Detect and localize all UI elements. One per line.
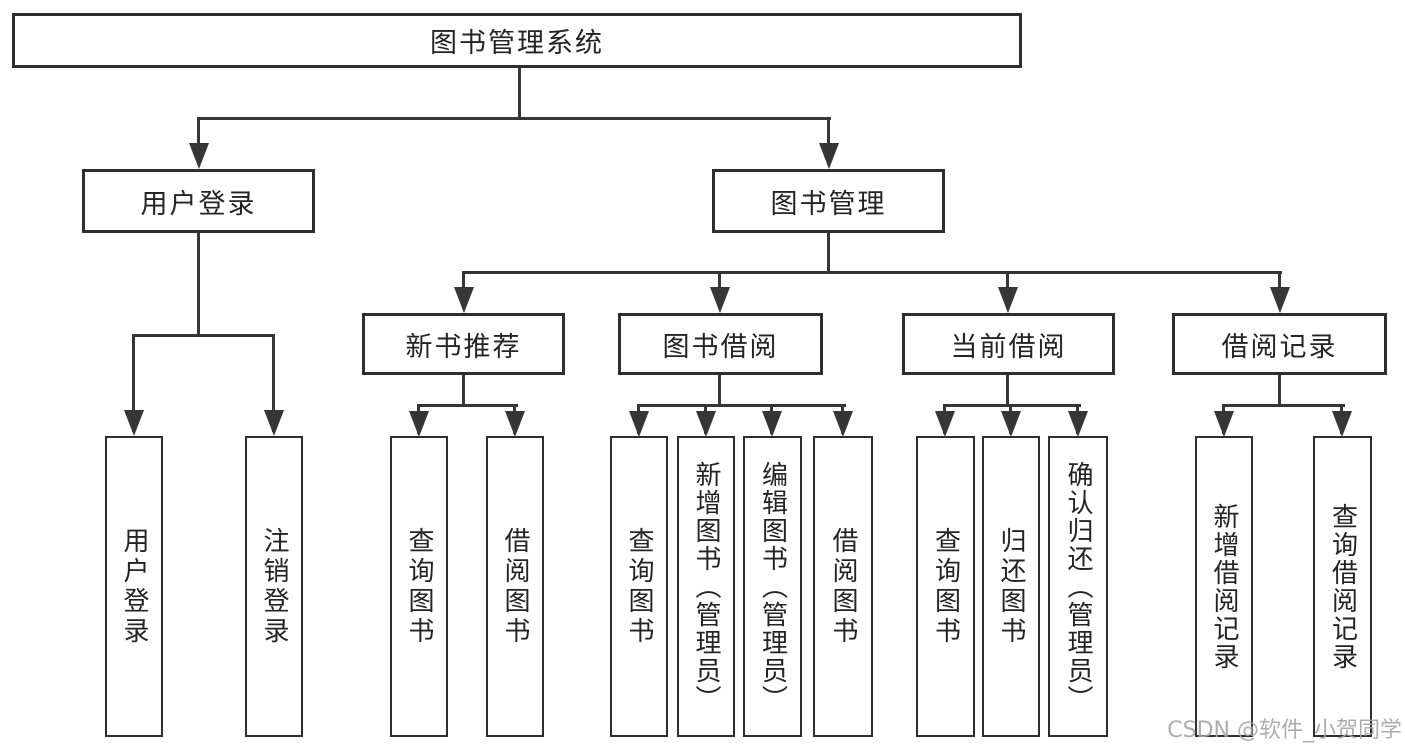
node-borrowing-records: 借阅记录 bbox=[1172, 313, 1387, 375]
leaf-add-borrow-record: 新增借阅记录 bbox=[1195, 436, 1253, 737]
leaf-add-books-admin: 新增图书（管理员） bbox=[677, 436, 735, 737]
connector-line bbox=[1006, 375, 1009, 407]
leaf-borrow-books-recommend: 借阅图书 bbox=[486, 436, 544, 737]
leaf-query-books-recommend: 查询图书 bbox=[390, 436, 448, 737]
connector-line bbox=[197, 117, 831, 120]
leaf-query-borrow-record: 查询借阅记录 bbox=[1313, 436, 1372, 737]
node-book-management-module: 图书管理 bbox=[712, 169, 945, 233]
connector-line bbox=[132, 336, 135, 432]
connector-line bbox=[462, 271, 1282, 274]
leaf-edit-books-admin: 编辑图书（管理员） bbox=[743, 436, 802, 737]
connector-arrowhead bbox=[189, 143, 209, 169]
csdn-watermark: CSDN @软件_小贺同学 bbox=[1167, 718, 1402, 743]
connector-line bbox=[518, 68, 521, 120]
connector-line bbox=[417, 404, 518, 407]
node-book-borrowing: 图书借阅 bbox=[618, 313, 823, 375]
connector-arrowhead bbox=[833, 411, 853, 437]
connector-arrowhead bbox=[1332, 411, 1352, 437]
connector-arrowhead bbox=[1214, 411, 1234, 437]
connector-line bbox=[272, 336, 275, 432]
connector-line bbox=[827, 119, 830, 165]
connector-arrowhead bbox=[264, 410, 284, 436]
connector-line bbox=[1222, 404, 1345, 407]
connector-arrowhead bbox=[505, 411, 525, 437]
connector-arrowhead bbox=[124, 410, 144, 436]
connector-arrowhead bbox=[998, 287, 1018, 313]
connector-arrowhead bbox=[935, 411, 955, 437]
connector-line bbox=[718, 375, 721, 407]
connector-arrowhead bbox=[1068, 411, 1088, 437]
connector-arrowhead bbox=[629, 411, 649, 437]
connector-arrowhead bbox=[819, 143, 839, 169]
connector-arrowhead bbox=[1270, 287, 1290, 313]
connector-arrowhead bbox=[696, 411, 716, 437]
node-library-management-system: 图书管理系统 bbox=[12, 13, 1022, 68]
connector-line bbox=[462, 375, 465, 407]
connector-line bbox=[132, 334, 275, 337]
leaf-query-books-current: 查询图书 bbox=[916, 436, 975, 737]
connector-arrowhead bbox=[454, 287, 474, 313]
node-current-borrowing: 当前借阅 bbox=[902, 313, 1115, 375]
connector-line bbox=[197, 233, 200, 337]
connector-arrowhead bbox=[762, 411, 782, 437]
leaf-return-books: 归还图书 bbox=[982, 436, 1040, 737]
node-user-login-module: 用户登录 bbox=[82, 169, 315, 233]
connector-line bbox=[197, 119, 200, 165]
connector-line bbox=[943, 404, 1081, 407]
node-new-book-recommendation: 新书推荐 bbox=[362, 313, 565, 375]
connector-line bbox=[1278, 375, 1281, 407]
leaf-logout: 注销登录 bbox=[245, 436, 303, 737]
leaf-user-login: 用户登录 bbox=[105, 436, 163, 737]
connector-line bbox=[637, 404, 846, 407]
leaf-confirm-return-admin: 确认归还（管理员） bbox=[1048, 436, 1108, 737]
connector-arrowhead bbox=[710, 287, 730, 313]
connector-line bbox=[827, 233, 830, 273]
connector-arrowhead bbox=[409, 411, 429, 437]
connector-arrowhead bbox=[1001, 411, 1021, 437]
leaf-query-books-borrow: 查询图书 bbox=[610, 436, 668, 737]
leaf-borrow-books: 借阅图书 bbox=[813, 436, 873, 737]
